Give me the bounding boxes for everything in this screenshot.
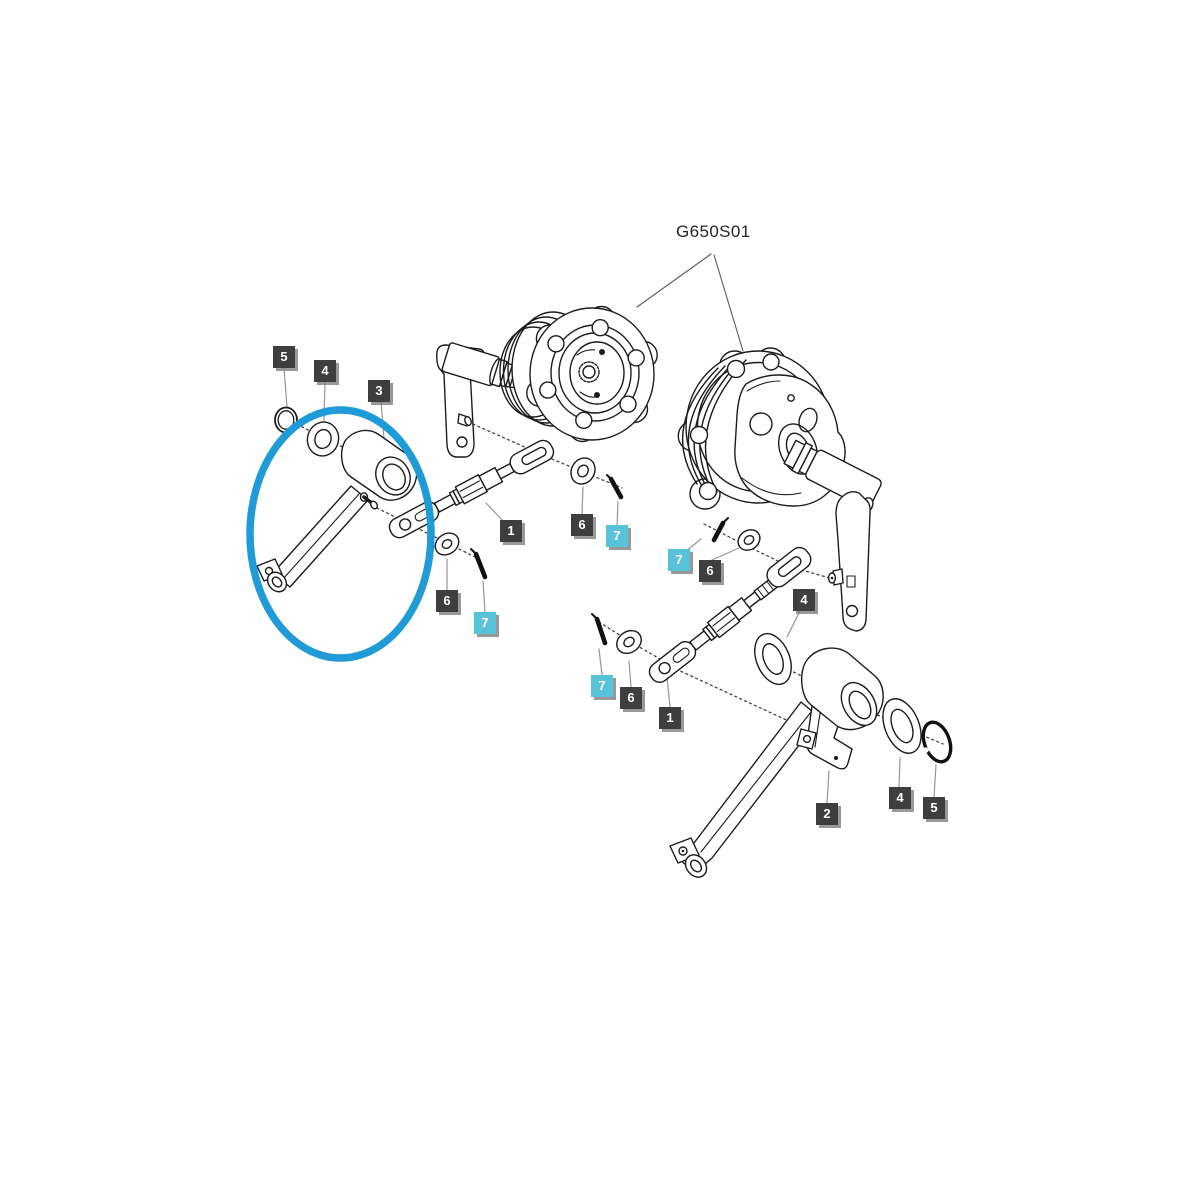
lever-hole <box>456 436 468 448</box>
part-label-5: 5 <box>273 346 295 368</box>
part-label-4: 4 <box>889 787 911 809</box>
part2-lever-arm <box>669 647 884 878</box>
lever-hole <box>845 604 859 618</box>
part-label-7: 7 <box>591 675 613 697</box>
part-label-1: 1 <box>500 520 522 542</box>
cotter-pin-7a <box>606 474 624 500</box>
part-label-4: 4 <box>314 360 336 382</box>
part-label-6: 6 <box>699 560 721 582</box>
cotter-pin-7c <box>711 517 729 543</box>
left-hub <box>499 305 658 443</box>
bolt-holes <box>539 319 645 429</box>
right-hub-shaft <box>783 439 882 509</box>
caption-leader-lines <box>636 253 744 352</box>
diagram-code: G650S01 <box>676 222 751 241</box>
part-label-3: 3 <box>368 380 390 402</box>
part-label-6: 6 <box>436 590 458 612</box>
washer-6b <box>616 629 642 655</box>
washer-4b <box>754 632 792 686</box>
washer-6d <box>434 532 460 556</box>
cotter-pin-7b <box>591 613 608 646</box>
inner-gear <box>578 361 600 383</box>
highlight-ellipse <box>246 406 435 662</box>
right-hub <box>677 347 846 510</box>
part-label-1: 1 <box>659 707 681 729</box>
part-label-6: 6 <box>571 514 593 536</box>
turnbuckle-rod-1 <box>388 439 555 539</box>
washer-4a <box>306 421 340 457</box>
part-label-2: 2 <box>816 803 838 825</box>
part-label-4: 4 <box>793 589 815 611</box>
part-label-5: 5 <box>923 797 945 819</box>
part3-lever-arm <box>256 429 418 593</box>
right-brake-lever <box>827 490 874 632</box>
washer-6c <box>737 529 761 551</box>
part-label-6: 6 <box>620 687 642 709</box>
part-label-7: 7 <box>474 612 496 634</box>
cotter-pin-7d <box>470 548 488 580</box>
snap-ring-5b <box>921 720 953 764</box>
bolt-holes <box>689 353 780 501</box>
washer-4c <box>882 698 922 754</box>
part-label-7: 7 <box>668 549 690 571</box>
clevis-plate <box>766 546 812 588</box>
washer-6a <box>570 457 596 485</box>
label-leader-lines <box>283 367 937 804</box>
part-label-7: 7 <box>606 525 628 547</box>
